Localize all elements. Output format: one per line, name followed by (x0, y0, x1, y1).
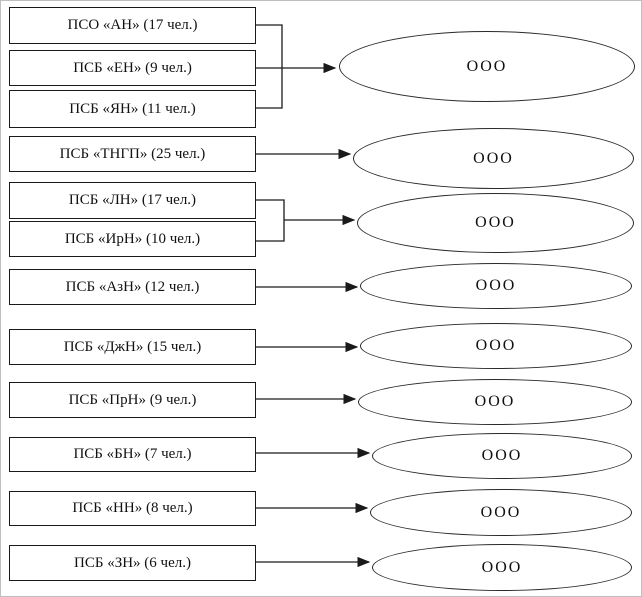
box-psb-irn: ПСБ «ИрН» (10 чел.) (9, 221, 256, 257)
ellipse-ooo-6: ООО (358, 379, 632, 425)
box-psb-zn: ПСБ «ЗН» (6 чел.) (9, 545, 256, 581)
box-psb-nn-label: ПСБ «НН» (8 чел.) (72, 500, 193, 516)
ellipse-ooo-5-label: ООО (475, 337, 517, 354)
box-psb-ln: ПСБ «ЛН» (17 чел.) (9, 182, 256, 219)
ellipse-ooo-3-label: ООО (475, 214, 516, 231)
box-psb-irn-label: ПСБ «ИрН» (10 чел.) (64, 230, 201, 247)
ellipse-ooo-9: ООО (372, 544, 632, 591)
ellipse-ooo-6-label: ООО (474, 393, 516, 410)
ellipse-ooo-8-label: ООО (480, 503, 522, 521)
box-psb-tngp: ПСБ «ТНГП» (25 чел.) (9, 136, 256, 172)
box-psb-prn: ПСБ «ПрН» (9 чел.) (9, 382, 256, 418)
ellipse-ooo-7-label: ООО (481, 447, 523, 464)
box-psb-bn-label: ПСБ «БН» (7 чел.) (73, 446, 192, 462)
box-psb-prn-label: ПСБ «ПрН» (9 чел.) (68, 391, 197, 408)
box-psb-yan: ПСБ «ЯН» (11 чел.) (9, 90, 256, 128)
ellipse-ooo-3: ООО (357, 193, 634, 253)
ellipse-ooo-9-label: ООО (481, 558, 523, 576)
box-psb-tngp-label: ПСБ «ТНГП» (25 чел.) (59, 145, 206, 162)
box-psb-en-label: ПСБ «ЕН» (9 чел.) (73, 59, 192, 76)
box-psb-nn: ПСБ «НН» (8 чел.) (9, 491, 256, 526)
ellipse-ooo-2-label: ООО (473, 149, 514, 167)
box-psb-dzhn: ПСБ «ДжН» (15 чел.) (9, 329, 256, 365)
ellipse-ooo-7: ООО (372, 433, 632, 479)
box-psb-azn-label: ПСБ «АзН» (12 чел.) (65, 278, 200, 295)
ellipse-ooo-5: ООО (360, 323, 632, 369)
ellipse-ooo-1: ООО (339, 31, 635, 102)
box-psb-azn: ПСБ «АзН» (12 чел.) (9, 269, 256, 305)
ellipse-ooo-1-label: ООО (466, 57, 508, 75)
box-pso-an-label: ПСО «АН» (17 чел.) (67, 17, 198, 33)
ellipse-ooo-4-label: ООО (475, 277, 517, 294)
ellipse-ooo-8: ООО (370, 489, 632, 536)
box-pso-an: ПСО «АН» (17 чел.) (9, 7, 256, 44)
box-psb-bn: ПСБ «БН» (7 чел.) (9, 437, 256, 472)
bracket-group-2 (254, 199, 285, 242)
bracket-group-1 (255, 24, 283, 109)
box-psb-dzhn-label: ПСБ «ДжН» (15 чел.) (63, 338, 202, 355)
ellipse-ooo-4: ООО (360, 263, 632, 309)
box-psb-en: ПСБ «ЕН» (9 чел.) (9, 50, 256, 86)
ellipse-ooo-2: ООО (353, 128, 634, 189)
box-psb-ln-label: ПСБ «ЛН» (17 чел.) (68, 192, 197, 208)
box-psb-yan-label: ПСБ «ЯН» (11 чел.) (69, 100, 196, 117)
box-psb-zn-label: ПСБ «ЗН» (6 чел.) (74, 554, 191, 571)
